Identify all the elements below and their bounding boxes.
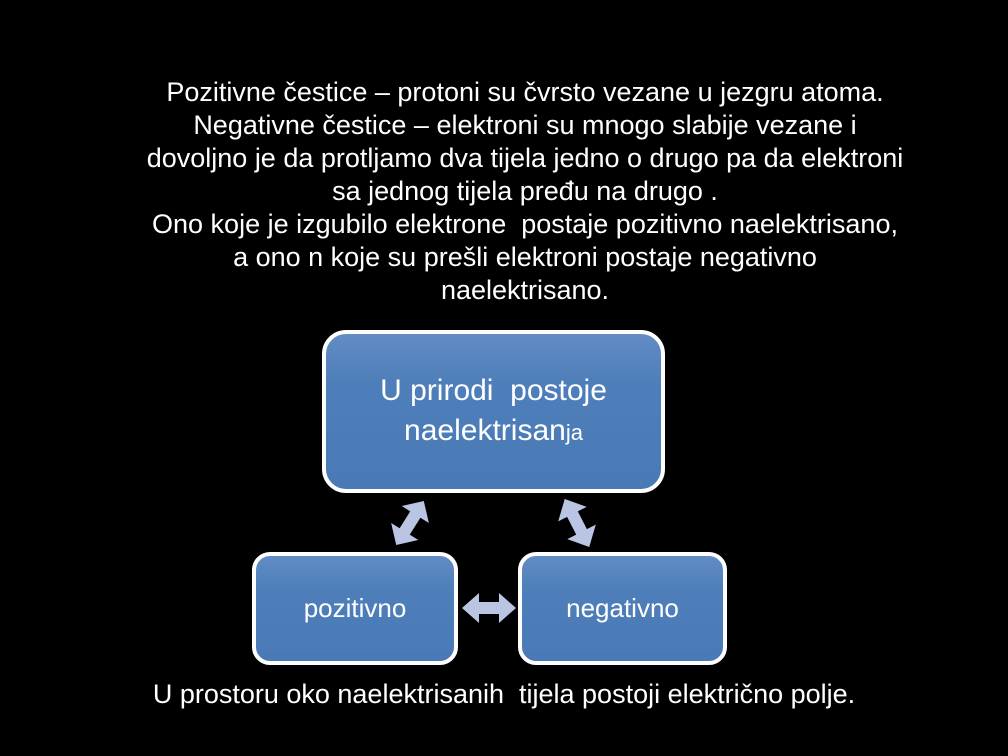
intro-line-1: Pozitivne čestice – protoni su čvrsto ve… bbox=[166, 77, 884, 107]
footer-text: U prostoru oko naelektrisanih tijela pos… bbox=[152, 679, 856, 709]
top-box-line-1: U prirodi postoje bbox=[380, 373, 607, 407]
negative-box-label: negativno bbox=[566, 593, 679, 623]
top-box-line-2: naelektrisanja bbox=[404, 411, 583, 453]
intro-paragraph: Pozitivne čestice – protoni su čvrsto ve… bbox=[42, 76, 1008, 307]
intro-line-5: Ono koje je izgubilo elektrone postaje p… bbox=[152, 209, 898, 239]
intro-line-4: sa jednog tijela pređu na drugo . bbox=[332, 176, 718, 206]
double-arrow-icon-left bbox=[391, 500, 429, 546]
positive-box-label: pozitivno bbox=[303, 593, 407, 623]
double-arrow-icon-right bbox=[558, 498, 596, 548]
top-box-line-2-main: naelektrisan bbox=[404, 413, 566, 447]
diagram-top-box: U prirodi postoje naelektrisanja bbox=[322, 330, 665, 493]
intro-line-7: naelektrisano. bbox=[440, 275, 610, 305]
intro-line-2: Negativne čestice – elektroni su mnogo s… bbox=[193, 110, 857, 140]
top-box-line-2-small: ja bbox=[565, 419, 583, 445]
double-arrow-icon-horizontal bbox=[462, 593, 516, 623]
diagram-negative-box: negativno bbox=[518, 552, 727, 665]
intro-line-3: dovoljno je da protljamo dva tijela jedn… bbox=[146, 143, 904, 173]
intro-line-6: a ono n koje su prešli elektroni postaje… bbox=[233, 242, 817, 272]
diagram-positive-box: pozitivno bbox=[252, 552, 458, 665]
